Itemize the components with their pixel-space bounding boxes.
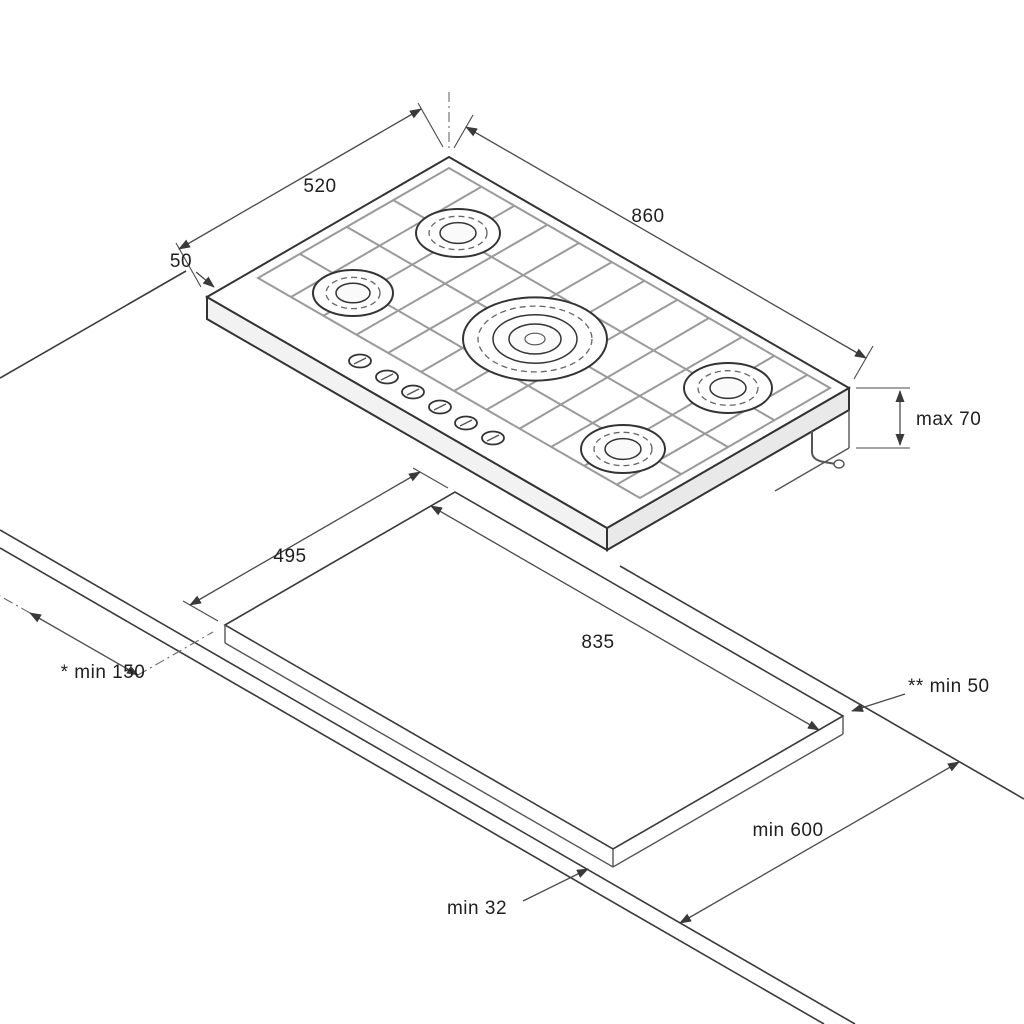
- worktop-depth-label: min 600: [752, 820, 823, 841]
- hob-underside: [774, 410, 850, 492]
- side-clearance-label: * min 150: [61, 662, 146, 683]
- rear-clearance-label: ** min 50: [908, 676, 990, 697]
- burner-left-back: [415, 208, 501, 258]
- hob-width-label: 520: [303, 176, 336, 197]
- dimension-worktop-thickness: min 32: [447, 868, 589, 919]
- control-knobs: [348, 353, 505, 446]
- dimension-rear-clearance: ** min 50: [851, 676, 990, 712]
- hob: [205, 155, 851, 552]
- cutout-length-label: 835: [581, 632, 614, 653]
- knob: [428, 399, 452, 415]
- dimension-side-clearance: * min 150: [0, 595, 214, 683]
- worktop-thickness-label: min 32: [447, 898, 507, 919]
- knob: [454, 415, 478, 431]
- knob: [481, 430, 505, 446]
- cutout-width-label: 495: [273, 546, 306, 567]
- worktop-cutout: [223, 491, 845, 868]
- dimension-hob-front-edge: 50: [170, 251, 215, 288]
- burner-right-back: [683, 362, 773, 414]
- hob-length-label: 860: [631, 206, 664, 227]
- gas-connection-pipe: [811, 431, 845, 469]
- dimension-hob-below-top: max 70: [856, 387, 981, 449]
- knob: [375, 369, 399, 385]
- dimension-cutout-width: 495: [182, 467, 449, 622]
- burner-right-front: [580, 424, 666, 474]
- dimension-worktop-depth: min 600: [679, 761, 960, 924]
- knob: [401, 384, 425, 400]
- dimension-hob-width: 520: [175, 102, 444, 288]
- dimension-cutout-length: 835: [430, 505, 820, 731]
- dimension-hob-length: 860: [453, 114, 874, 380]
- knob: [348, 353, 372, 369]
- burner-center-wok: [462, 296, 608, 382]
- burner-left-front: [312, 269, 394, 317]
- hob-front-edge-label: 50: [170, 251, 192, 272]
- hob-below-top-label: max 70: [916, 409, 981, 430]
